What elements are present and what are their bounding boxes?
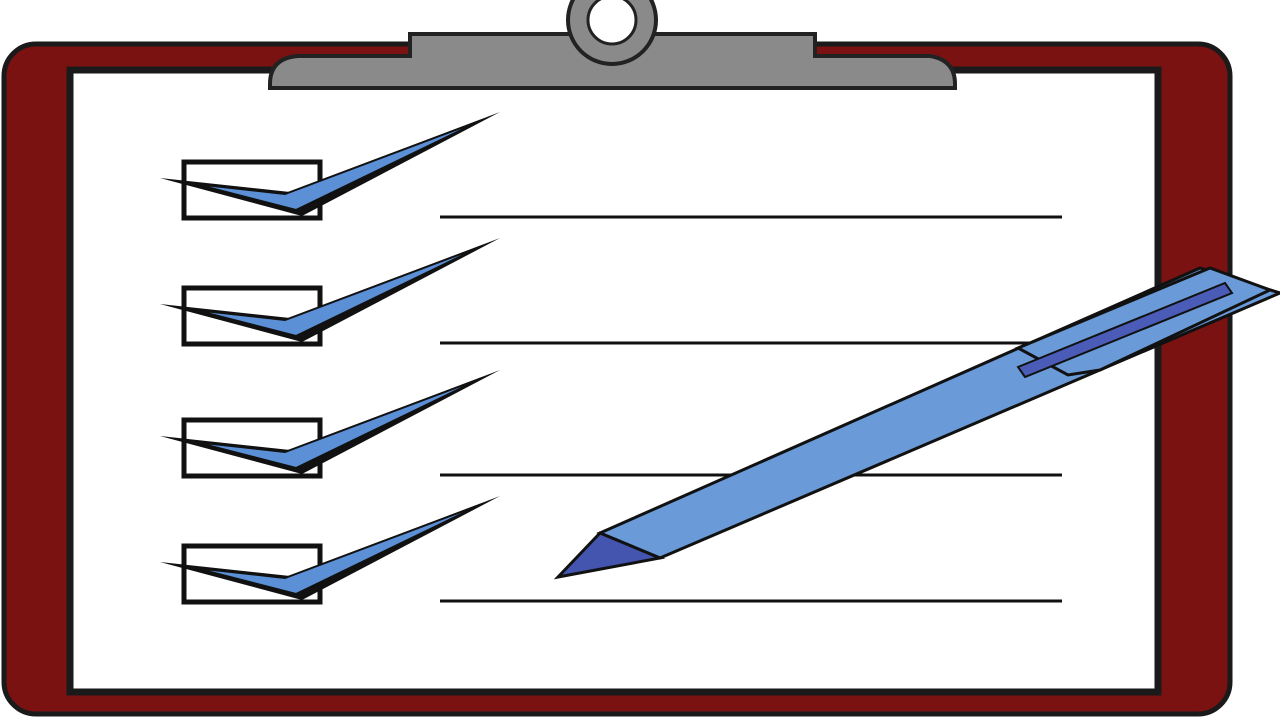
checkmark-icon — [194, 377, 483, 470]
pen-tip — [553, 531, 666, 580]
checklist — [160, 112, 1062, 605]
checkmark-icon — [194, 503, 483, 596]
clipboard-clip-icon — [268, 0, 957, 90]
checklist-item — [160, 112, 1062, 221]
checklist-item — [160, 238, 1062, 347]
checkmark-icon — [194, 245, 483, 338]
checklist-item — [160, 496, 1062, 605]
pen-icon — [553, 266, 1280, 580]
pen-pocket-clip — [1016, 281, 1234, 379]
checkmark-icon — [194, 119, 483, 212]
